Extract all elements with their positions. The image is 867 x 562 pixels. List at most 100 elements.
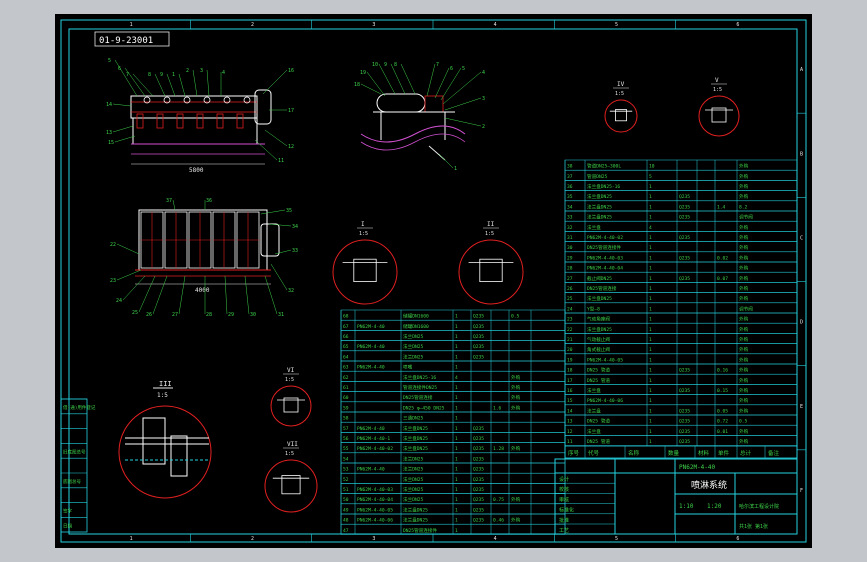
bom-right-cell: 1	[649, 184, 652, 190]
bom-right-cell: 外购	[739, 285, 749, 292]
bom-right-cell: 法兰盘	[587, 407, 601, 414]
bom-right-cell: 1	[649, 368, 652, 374]
detail-large: III 1:5	[118, 380, 212, 499]
bom-right-cell: 调节阀	[739, 305, 753, 312]
bom-left-cell: 外购	[511, 517, 521, 524]
bom-right-cell: 36	[567, 184, 573, 190]
bom-left-cell: Q235	[473, 518, 484, 524]
bom-left-cell: 法兰盘DN25	[403, 506, 428, 513]
front-leaders-label-3: 3	[200, 68, 203, 74]
bom-right-cell: 外购	[739, 316, 749, 323]
plan-leaders-label-36: 36	[206, 198, 212, 204]
bom-right-cell: Q235	[679, 419, 690, 425]
svg-text:III: III	[159, 380, 172, 388]
drawing-number-box	[94, 31, 170, 47]
bom-right-cell: 1	[649, 276, 652, 282]
bom-left-cell: 法兰DN25	[403, 466, 423, 473]
bom-right-cell: 外购	[739, 377, 749, 384]
bom-right-cell: PN62M-4-40-05	[587, 357, 623, 363]
bom-left-cell: 58	[343, 416, 349, 422]
zone-right-E: E	[800, 404, 803, 410]
bom-left-cell: 法兰DN25	[403, 353, 423, 360]
bom-right-cell: 法兰盘DN25	[587, 203, 612, 210]
bom-right-cell: 19	[567, 357, 573, 363]
front-leaders-label-2: 2	[186, 68, 189, 74]
bom-left-cell: Q235	[473, 507, 484, 513]
bom-right-cell: 5	[649, 174, 652, 180]
bom-left-cell: 4	[455, 375, 458, 381]
plan-leaders-label-29: 29	[228, 312, 234, 318]
bom-right-cell: DN25 管道	[587, 418, 610, 425]
bom-right-cell: Q235	[679, 255, 690, 261]
bom-left-cell: 1	[455, 365, 458, 371]
bom-left-cell: 1.28	[493, 446, 504, 452]
zone-bottom-4: 4	[494, 536, 497, 542]
side-leaders-label-9: 9	[384, 62, 387, 68]
front-leaders-label-12: 12	[288, 144, 294, 150]
detail_I-title: I	[361, 221, 365, 228]
bom-left-cell: 59	[343, 405, 349, 411]
bom-left-cell: 法兰DN25	[403, 343, 423, 350]
bom-right-cell: 1.4	[717, 204, 726, 210]
zone-right-D: D	[800, 320, 803, 326]
bom-right-cell: 1	[649, 266, 652, 272]
bom-left-cell: 法兰DN25	[403, 333, 423, 340]
side-label-3: 旧底图总号	[63, 448, 86, 455]
bom-right-cell: 法兰盘	[587, 428, 601, 435]
bom-right-cell: 32	[567, 225, 573, 231]
side-label-5: 底图总号	[63, 478, 81, 485]
bom-right-cell: 外购	[739, 163, 749, 170]
bom-left-cell: 1	[455, 405, 458, 411]
bom-right-cell: Q235	[679, 194, 690, 200]
bom-left-cell: PN62M-4-40	[357, 324, 385, 330]
bom-left-cell: 60	[343, 395, 349, 401]
bom-right-cell: 管道DN25—300L	[587, 163, 621, 170]
bom-right-cell: 外购	[739, 326, 749, 333]
title-scale: 1:10	[679, 503, 694, 510]
front-leaders-label-5: 5	[108, 58, 111, 64]
bom-right-cell: DN25管道连接件	[587, 244, 621, 251]
zone-bottom-6: 6	[736, 536, 739, 542]
detail_II-circle	[458, 239, 524, 305]
bom-left-cell: PN62M-4-40-1	[357, 436, 390, 442]
title-row-3: 标准化	[559, 507, 574, 514]
bom-right-cell: 30	[567, 245, 573, 251]
bom-left-cell: 47	[343, 528, 349, 534]
front-leaders-label-7: 7	[126, 72, 129, 78]
bom-right-cell: 20	[567, 347, 573, 353]
detail_IV-scale: 1:5	[615, 91, 624, 97]
bom-left-cell: 0.5	[511, 314, 520, 320]
bom-left-cell: 57	[343, 426, 349, 432]
zone-top-5: 5	[615, 22, 618, 28]
bom-right-cell: Q235	[679, 276, 690, 282]
bom-header-1: 代号	[588, 449, 600, 457]
bom-left-cell: Q235	[473, 314, 484, 320]
bom-right-cell: 13	[567, 419, 573, 425]
bom-left-cell: 喷嘴	[403, 364, 413, 371]
bom-left-cell: PN62M-4-40	[357, 467, 385, 473]
side-leaders-label-1: 1	[454, 166, 457, 172]
bom-right-cell: Q235	[679, 215, 690, 221]
bom-right-cell: 法兰盘DN25	[587, 214, 612, 221]
front-leaders-label-1: 1	[172, 72, 175, 78]
bom-right-cell: 0.05	[717, 408, 728, 414]
side-leaders-label-2: 2	[482, 124, 485, 130]
bom-right-cell: 1	[649, 235, 652, 241]
bom-right-cell: DN25 管道	[587, 438, 610, 445]
detail_II-title: II	[487, 221, 495, 228]
bom-right-cell: 1	[649, 439, 652, 445]
bom-right-cell: 4	[649, 225, 652, 231]
bom-right-cell: 21	[567, 337, 573, 343]
bom-right-cell: 外购	[739, 367, 749, 374]
bom-left-cell: 1	[455, 354, 458, 360]
bom-right-cell: 1	[649, 306, 652, 312]
bom-right-cell: 1	[649, 429, 652, 435]
bom-left-cell: 0.75	[493, 497, 504, 503]
bom-right-cell: 外购	[739, 265, 749, 272]
bom-left-cell: 54	[343, 456, 349, 462]
bom-right-cell: 18	[567, 368, 573, 374]
